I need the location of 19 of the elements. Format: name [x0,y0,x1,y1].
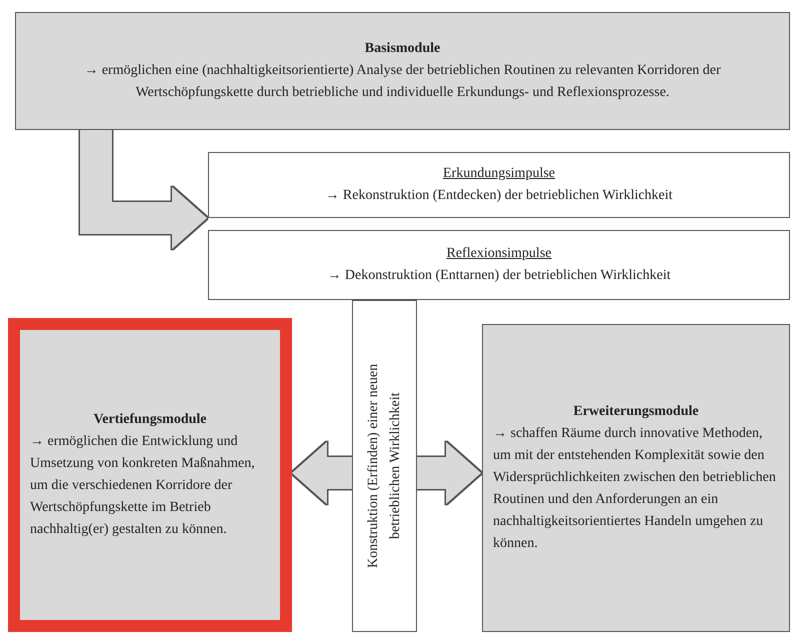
box-description: → Rekonstruktion (Entdecken) der betrieblichen Wirklichkeit [324,187,674,205]
box-description: → Dekonstruktion (Enttarnen) der betrieblichen Wirklichkeit [326,267,672,285]
box-heading: Erweiterungsmodule [572,403,700,421]
block-arrow [292,442,352,504]
box-description: → ermöglichen eine (nachhaltigkeitsorientierte) Analyse der betrieblichen Routinen zu relevanten Korridoren der Wertschöpfungskette durch betriebliche und individuelle Erkundungs- und Reflexionsprozesse. [83,62,722,102]
impulse-box [208,230,790,300]
module-box [8,318,292,632]
box-heading: Basismodule [364,40,442,58]
module-box [15,12,790,130]
impulse-box [208,152,790,218]
block-arrow [80,130,207,249]
vertical-box [352,300,417,632]
module-box [482,324,790,632]
box-heading: Erkundungsimpulse [442,165,556,183]
box-description: → schaffen Räume durch innovative Methoden, um mit der entstehenden Komplexität sowie den Widersprüchlichkeiten zwischen den betrieblichen Routinen und den Anforderungen an ein nachhaltigkeitsorientiertes Handeln umgehen zu können. [493,425,777,553]
vertical-label: Konstruktion (Erfinden) einer neuen betrieblichen Wirklichkeit [364,362,404,570]
box-heading: Reflexionsimpulse [446,245,552,263]
box-heading: Vertiefungsmodule [92,411,208,429]
box-description: → ermöglichen die Entwicklung und Umsetzung von konkreten Maßnahmen, um die verschiedenen Korridore der Wertschöpfungskette im Betrieb nachhaltig(er) gestalten zu können. [30,433,256,539]
